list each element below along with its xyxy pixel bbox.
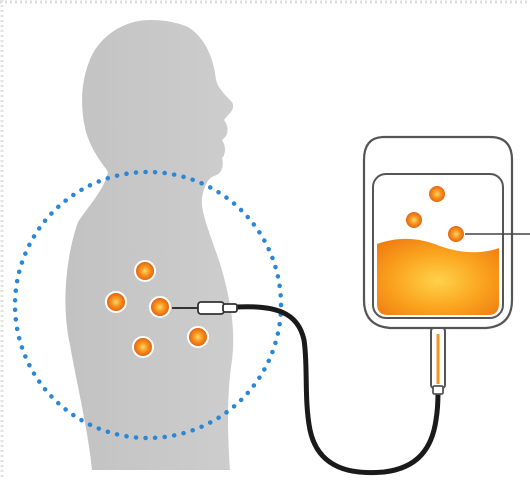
- iv-tube: [236, 307, 438, 473]
- cell-icon: [428, 185, 446, 203]
- cell-icon: [150, 297, 170, 317]
- human-silhouette: [65, 20, 233, 470]
- cell-icon: [447, 225, 465, 243]
- cell-icon: [188, 327, 208, 347]
- iv-bag-icon: [364, 137, 512, 394]
- cell-icon: [133, 337, 153, 357]
- cell-icon: [405, 211, 423, 229]
- cell-icon: [135, 261, 155, 281]
- cell-icon: [106, 292, 126, 312]
